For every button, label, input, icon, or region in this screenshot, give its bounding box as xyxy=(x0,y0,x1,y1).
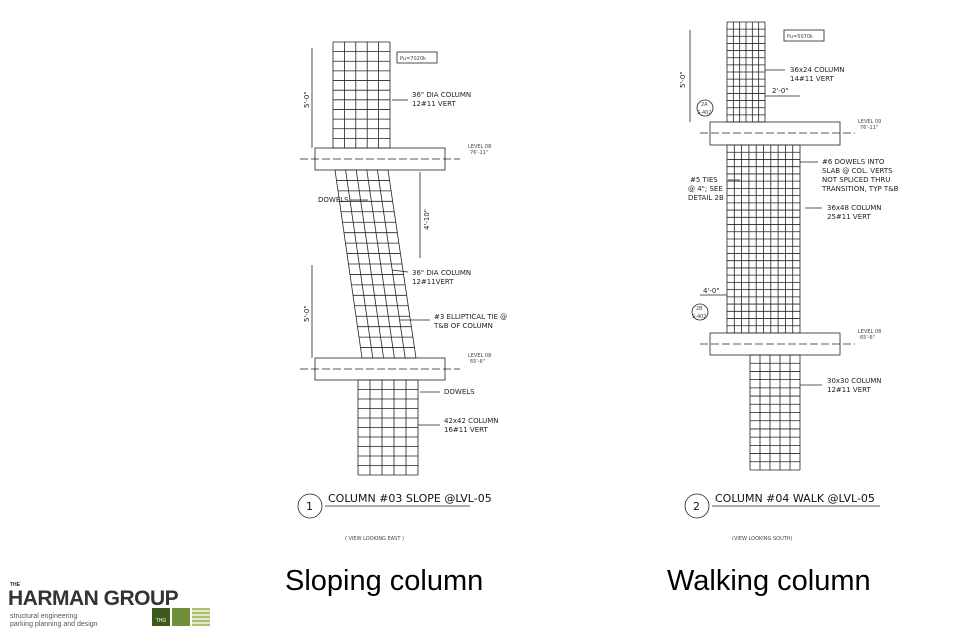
logo-square-icon xyxy=(192,608,210,626)
level-label: 76'-11" xyxy=(860,125,878,131)
label: DETAIL 2B xyxy=(688,194,724,202)
logo-badge: THG xyxy=(152,608,170,626)
detail-tag: S-402 xyxy=(697,110,712,116)
label: 12#11VERT xyxy=(412,278,454,286)
detail-number: 2 xyxy=(693,500,700,513)
logo-the: THE xyxy=(10,582,20,588)
upper-slab-2 xyxy=(709,121,841,146)
dimension: 4'-0" xyxy=(703,287,720,295)
label: 36x24 COLUMN xyxy=(790,66,845,74)
logo-tagline-1: structural engineering xyxy=(10,613,78,620)
view-note: ( VIEW LOOKING EAST ) xyxy=(345,536,404,542)
label: 12#11 VERT xyxy=(827,386,871,394)
label: 36" DIA COLUMN xyxy=(412,269,471,277)
caption-walking-column: Walking column xyxy=(667,565,871,597)
label: 25#11 VERT xyxy=(827,213,871,221)
level-label: LEVEL 08 xyxy=(858,329,881,335)
dimension: 5'-0" xyxy=(303,305,311,322)
detail-number-circle-1 xyxy=(297,493,323,519)
label: #6 DOWELS INTO xyxy=(822,158,885,166)
label: DOWELS xyxy=(318,196,349,204)
label: TRANSITION, TYP T&B xyxy=(821,185,899,193)
label: 42x42 COLUMN xyxy=(444,417,499,425)
logo-square-icon xyxy=(172,608,190,626)
label: @ 4"; SEE xyxy=(688,185,723,193)
label: NOT SPLICED THRU xyxy=(822,176,890,184)
detail-tag: S-402 xyxy=(692,314,707,320)
level-label: LEVEL 09 xyxy=(858,119,881,125)
dimension: 4'-10" xyxy=(423,209,431,230)
label: 16#11 VERT xyxy=(444,426,488,434)
label: #3 ELLIPTICAL TIE @ xyxy=(434,313,507,321)
level-label: LEVEL 08 xyxy=(468,144,491,150)
dimension: 5'-0" xyxy=(303,91,311,108)
label: #5 TIES xyxy=(690,176,718,184)
label: T&B OF COLUMN xyxy=(433,322,493,330)
load-label-2: Pu=5070k xyxy=(787,34,813,40)
label: 14#11 VERT xyxy=(790,75,834,83)
level-label: 65'-6" xyxy=(470,359,485,365)
dimension: 5'-0" xyxy=(679,71,687,88)
label: 36x48 COLUMN xyxy=(827,204,882,212)
caption-sloping-column: Sloping column xyxy=(285,565,484,597)
view-note: (VIEW LOOKING SOUTH) xyxy=(732,536,793,542)
logo-tagline-2: parking planning and design xyxy=(10,621,98,628)
label: 36" DIA COLUMN xyxy=(412,91,471,99)
level-label: LEVEL 08 xyxy=(468,353,491,359)
dimension: 2'-0" xyxy=(772,87,789,95)
label: SLAB @ COL. VERTS xyxy=(822,167,893,175)
drawing-title: COLUMN #03 SLOPE @LVL-05 xyxy=(328,492,492,505)
label: DOWELS xyxy=(444,388,475,396)
detail-number: 1 xyxy=(306,500,313,513)
label: 30x30 COLUMN xyxy=(827,377,882,385)
detail-tag: 2A xyxy=(701,102,708,108)
logo-name: HARMAN GROUP xyxy=(8,587,179,610)
load-label-1: Pu=7020k xyxy=(400,56,426,62)
detail-tag: 2B xyxy=(696,306,703,312)
drawing-title: COLUMN #04 WALK @LVL-05 xyxy=(715,492,875,505)
label: 12#11 VERT xyxy=(412,100,456,108)
detail-number-circle-2 xyxy=(684,493,710,519)
level-label: 65'-6" xyxy=(860,335,875,341)
level-label: 76'-11" xyxy=(470,150,488,156)
